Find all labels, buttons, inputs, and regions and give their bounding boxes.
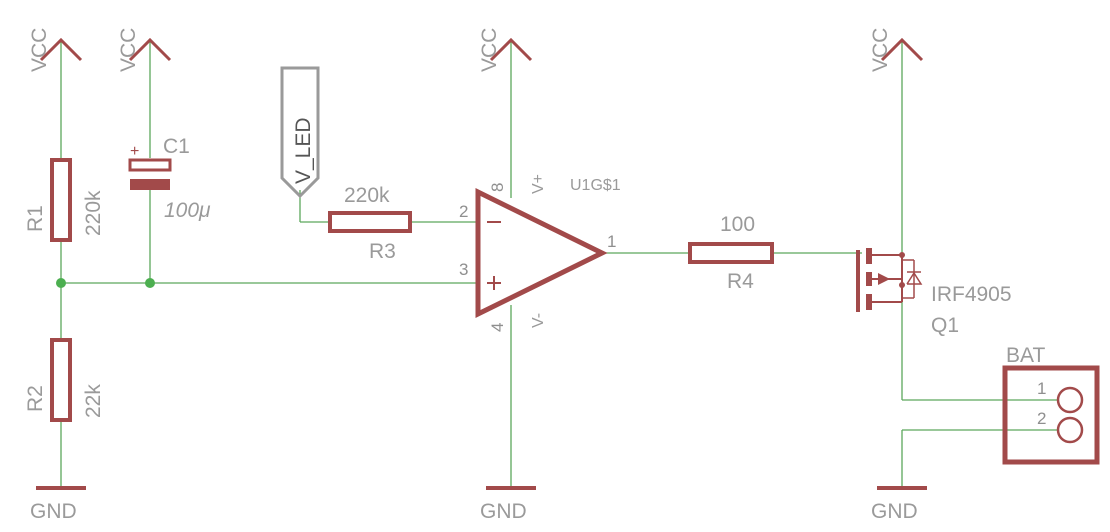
connector-bat: BAT 1 2 bbox=[1002, 344, 1100, 465]
svg-text:R4: R4 bbox=[727, 270, 754, 293]
wires bbox=[60, 42, 1058, 488]
svg-text:GND: GND bbox=[871, 500, 918, 523]
svg-text:100: 100 bbox=[720, 213, 755, 236]
resistor-r4: 100 R4 bbox=[688, 213, 774, 293]
junction-dot bbox=[56, 278, 66, 288]
svg-text:R2: R2 bbox=[24, 385, 47, 412]
svg-text:BAT: BAT bbox=[1006, 344, 1045, 367]
svg-text:V_LED: V_LED bbox=[292, 117, 315, 184]
svg-text:3: 3 bbox=[459, 260, 468, 279]
vcc-symbol: VCC bbox=[478, 28, 533, 72]
vcc-symbol: VCC bbox=[117, 28, 172, 72]
gnd-symbol: GND bbox=[480, 486, 536, 523]
svg-text:C1: C1 bbox=[163, 135, 190, 158]
junction-dot bbox=[145, 278, 155, 288]
vcc-symbol: VCC bbox=[28, 28, 83, 72]
resistor-r3: 220k R3 bbox=[328, 184, 412, 263]
svg-text:GND: GND bbox=[480, 500, 527, 523]
svg-text:R1: R1 bbox=[24, 205, 47, 232]
svg-text:R3: R3 bbox=[369, 240, 396, 263]
svg-text:1: 1 bbox=[1037, 379, 1046, 398]
svg-text:100μ: 100μ bbox=[164, 199, 211, 222]
svg-text:22k: 22k bbox=[82, 384, 105, 418]
svg-text:2: 2 bbox=[459, 202, 468, 221]
vcc-symbol: VCC bbox=[869, 28, 924, 72]
svg-text:4: 4 bbox=[488, 323, 507, 332]
svg-text:220k: 220k bbox=[82, 190, 105, 236]
svg-text:220k: 220k bbox=[344, 184, 390, 207]
svg-text:VCC: VCC bbox=[869, 28, 892, 72]
svg-text:VCC: VCC bbox=[28, 28, 51, 72]
net-label-v-led: V_LED bbox=[280, 66, 320, 199]
svg-text:VCC: VCC bbox=[117, 28, 140, 72]
svg-text:U1G$1: U1G$1 bbox=[570, 177, 621, 194]
svg-text:GND: GND bbox=[30, 500, 77, 523]
op-amp-u1: 2 3 1 8 4 V+ V- U1G$1 bbox=[459, 174, 621, 332]
svg-text:IRF4905: IRF4905 bbox=[931, 283, 1012, 306]
resistor-r1: R1 220k bbox=[24, 158, 105, 242]
resistor-r2: R2 22k bbox=[24, 338, 105, 422]
svg-text:V+: V+ bbox=[530, 174, 547, 194]
svg-text:V-: V- bbox=[530, 313, 547, 328]
svg-text:1: 1 bbox=[607, 232, 616, 251]
svg-text:+: + bbox=[130, 143, 139, 160]
mosfet-q1: IRF4905 Q1 bbox=[856, 248, 1012, 337]
capacitor-c1: + C1 100μ bbox=[128, 135, 211, 222]
svg-text:VCC: VCC bbox=[478, 28, 501, 72]
svg-text:Q1: Q1 bbox=[931, 314, 959, 337]
gnd-symbol: GND bbox=[871, 486, 927, 523]
svg-text:2: 2 bbox=[1037, 409, 1046, 428]
gnd-symbol: GND bbox=[30, 486, 86, 523]
svg-text:8: 8 bbox=[488, 183, 507, 192]
